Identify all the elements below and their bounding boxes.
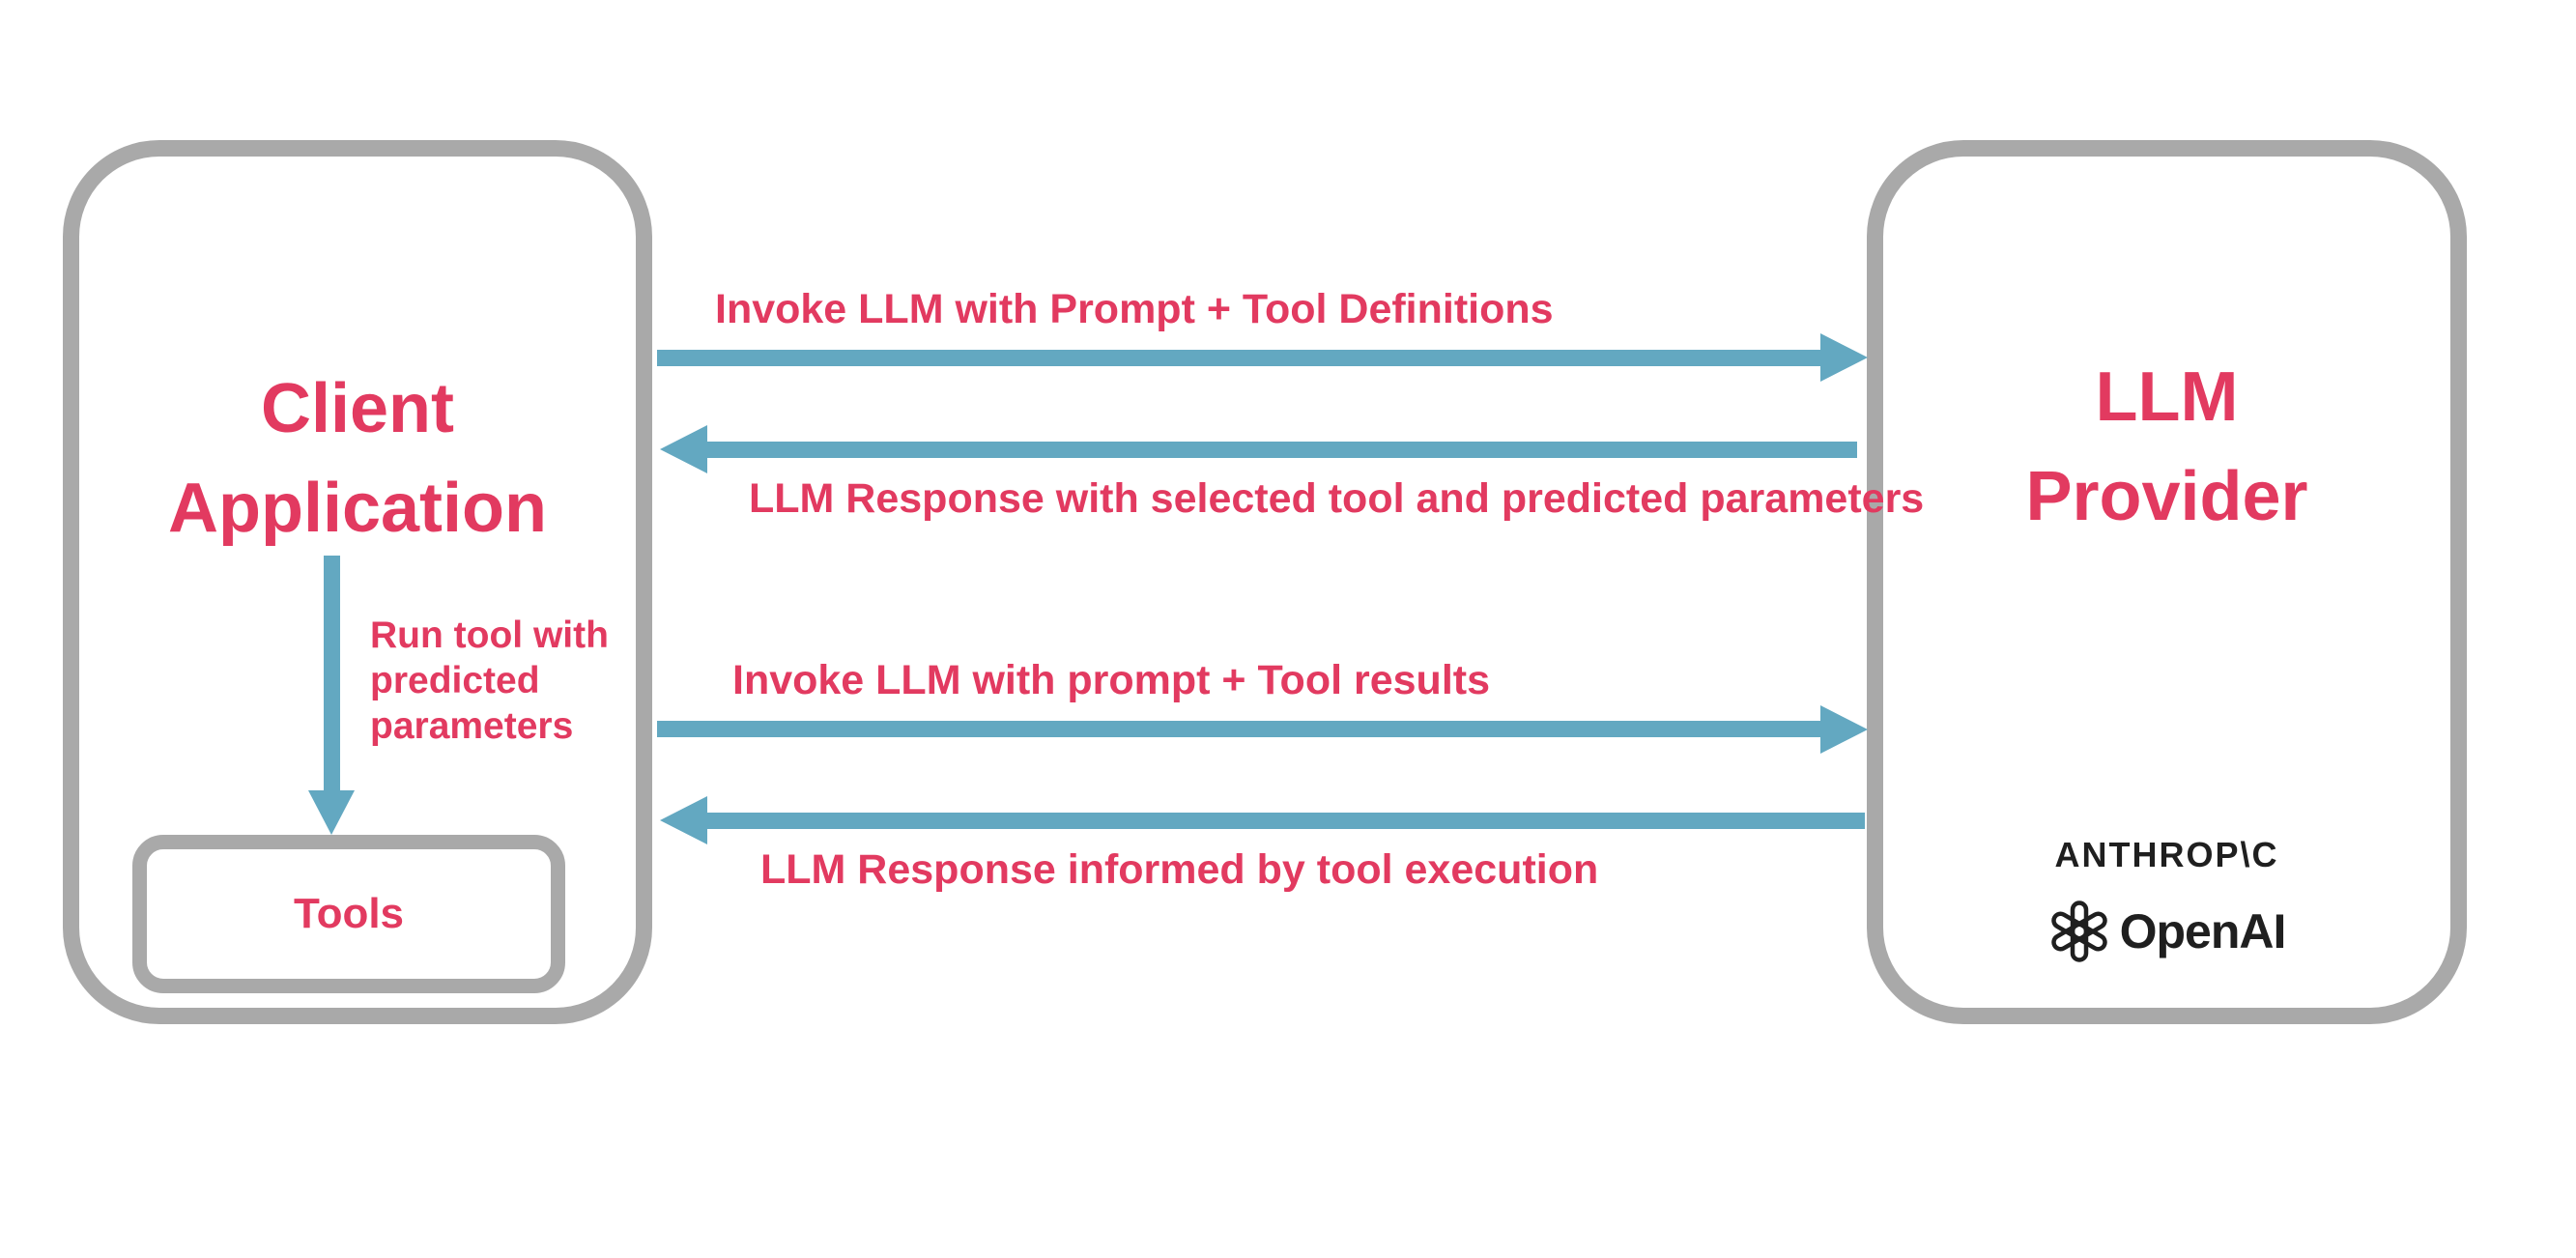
llm-provider-box [1867, 140, 2467, 1024]
tools-label: Tools [293, 890, 405, 937]
run-tool-label-line3: parameters [370, 705, 574, 747]
run-tool-label-line2: predicted [370, 660, 540, 701]
client-application-title: Client Application [63, 359, 652, 558]
llm-title-line1: LLM [2095, 358, 2239, 436]
run-tool-arrow-head-icon [308, 790, 355, 835]
flow-1-arrow-right-head-icon [1820, 333, 1868, 382]
flow-4-arrow-shaft [706, 813, 1865, 829]
flow-2-arrow-left-head-icon [660, 425, 707, 473]
llm-title-line2: Provider [2025, 458, 2308, 535]
flow-2-label: LLM Response with selected tool and pred… [749, 475, 1925, 522]
openai-logo-wordmark: OpenAI [2119, 904, 2287, 958]
flow-2-arrow-shaft [706, 442, 1857, 458]
run-tool-label-line1: Run tool with [370, 615, 609, 656]
flow-1-label: Invoke LLM with Prompt + Tool Definition… [715, 286, 1554, 332]
run-tool-arrow-shaft [324, 556, 340, 790]
run-tool-label: Run tool with predicted parameters [370, 613, 609, 749]
flow-3-arrow-shaft [657, 721, 1821, 737]
client-title-line1: Client [260, 370, 454, 447]
openai-blossom-icon [2048, 901, 2110, 962]
openai-logo: OpenAI [1867, 901, 2467, 962]
anthropic-logo-wordmark: ANTHROP\C [2054, 835, 2279, 874]
flow-4-label: LLM Response informed by tool execution [760, 846, 1599, 893]
client-title-line2: Application [168, 470, 547, 547]
tools-box: Tools [132, 835, 565, 993]
flow-1-arrow-shaft [657, 350, 1821, 366]
llm-provider-title: LLM Provider [1867, 348, 2467, 547]
flow-3-arrow-right-head-icon [1820, 705, 1868, 754]
flow-4-arrow-left-head-icon [660, 796, 707, 844]
flow-3-label: Invoke LLM with prompt + Tool results [732, 657, 1490, 703]
